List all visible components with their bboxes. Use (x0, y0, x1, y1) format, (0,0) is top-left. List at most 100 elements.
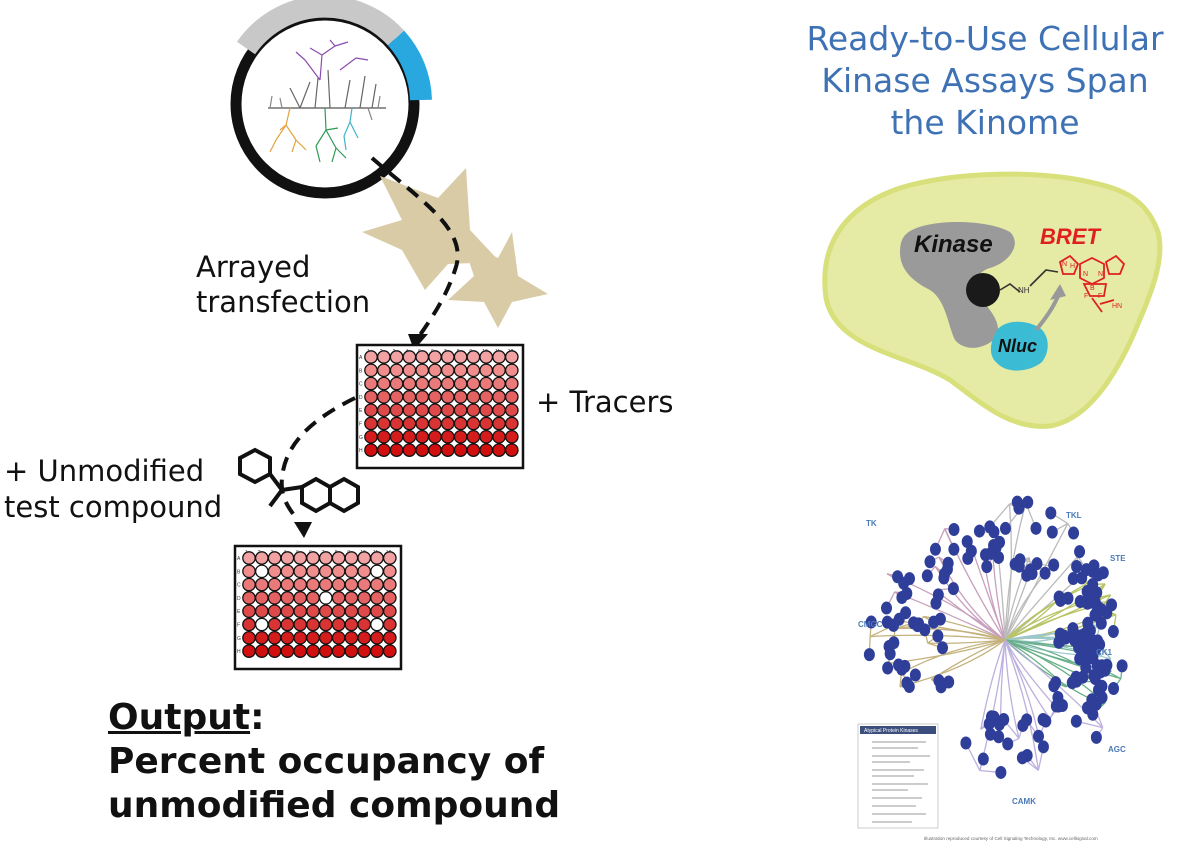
kinome-dot (1076, 571, 1088, 585)
kinome-dot (881, 615, 893, 629)
plate-well (267, 630, 282, 645)
plate-well (318, 564, 333, 579)
plate-well (376, 416, 391, 431)
plate-well (306, 577, 320, 592)
kinome-dot (1089, 608, 1101, 622)
plate-well (402, 403, 417, 418)
plate-well (364, 390, 378, 404)
plate-well (479, 416, 494, 431)
plate-well (254, 617, 269, 632)
plate-well (466, 403, 481, 418)
plate-well (267, 551, 282, 565)
plate-well (479, 443, 494, 457)
plate-row-label: F (359, 422, 362, 428)
plate-well (267, 577, 282, 592)
plate-well (242, 604, 256, 619)
kinome-credit: Illustration reproduced courtesy of Cell… (924, 836, 1098, 841)
kinome-dot (1071, 629, 1083, 643)
plate-well (370, 617, 384, 632)
plate-well (492, 350, 506, 364)
plate-well (344, 577, 359, 592)
kinome-group-agc: AGC (1108, 745, 1126, 754)
plate-well (370, 604, 384, 619)
plate-row-label: G (359, 435, 363, 441)
arrowhead-plate2-icon (294, 522, 312, 538)
kinome-dot (1014, 553, 1026, 567)
plate-row-label: F (237, 623, 240, 629)
plate-well (293, 577, 308, 592)
bret-label: BRET (1040, 224, 1101, 249)
plate-well (389, 363, 404, 378)
plate-well (364, 376, 378, 391)
plate-row-label: A (359, 355, 363, 361)
plate-well (376, 350, 391, 364)
plate-well (364, 429, 378, 444)
plate-well (376, 403, 391, 418)
plate-well (370, 551, 384, 565)
kinome-dot (1045, 506, 1057, 520)
compound-structure-icon (238, 447, 360, 514)
kinome-dot (947, 582, 959, 596)
kinome-dot (1086, 693, 1098, 707)
plate-well (318, 604, 333, 619)
cells-icon (362, 168, 548, 328)
kinome-dot (1097, 566, 1109, 580)
plate-well (318, 644, 333, 658)
plate-well (415, 429, 430, 444)
plate-well (364, 443, 378, 457)
plate-well (344, 644, 359, 658)
plate-well (389, 390, 404, 404)
plate-well (453, 443, 468, 457)
plate-well (479, 429, 494, 444)
kinome-dot (983, 717, 995, 731)
output-colon: : (250, 697, 265, 738)
plate-row-label: E (359, 408, 363, 414)
kinome-branch (1004, 639, 1040, 771)
kinome-group-tk: TK (866, 519, 877, 528)
kinome-branch (980, 639, 1006, 730)
plate-well (293, 604, 308, 619)
transfection-line-1: Arrayed (196, 250, 311, 284)
plate-well (306, 591, 320, 605)
arrayed-transfection-label: Arrayed transfection (196, 250, 370, 320)
kinome-dot (984, 727, 996, 741)
kinome-dot (993, 730, 1005, 744)
kinome-branch (1004, 555, 1079, 641)
plate-well (344, 564, 359, 579)
tracer-ligand-icon (966, 273, 1000, 307)
kinome-dot (977, 752, 989, 766)
diagram-title: Ready-to-Use Cellular Kinase Assays Span… (790, 18, 1180, 144)
plate-well (492, 390, 506, 404)
plate-row-label: C (237, 583, 241, 589)
kinome-dot (1068, 526, 1080, 540)
atom-f-2: F (1098, 293, 1102, 300)
plate-well (331, 630, 346, 645)
plate-well (254, 591, 269, 605)
plate-well (402, 416, 417, 431)
plate-well (402, 363, 417, 378)
kinome-dot (1040, 714, 1052, 728)
plate-well (357, 564, 372, 579)
plate-well (504, 390, 519, 404)
kinome-dot (1096, 679, 1108, 693)
plate-well (466, 390, 481, 404)
microplate-tracers: 123456789101112ABCDEFGH (355, 343, 525, 470)
plate-well (428, 443, 442, 457)
output-heading: Output (108, 697, 251, 738)
kinome-dot (881, 601, 893, 615)
kinome-dot (1087, 650, 1099, 664)
kinome-dot (1032, 729, 1044, 743)
plate-well (370, 591, 384, 605)
plate-well (364, 350, 378, 364)
kinome-branch (992, 556, 1006, 641)
plate-well (364, 416, 378, 431)
plate-well (376, 376, 391, 391)
plate-well (504, 443, 519, 457)
plate-well (440, 403, 455, 418)
plate-well (453, 403, 468, 418)
plate-well (306, 644, 320, 658)
plate-well (440, 350, 455, 364)
plate-well (306, 564, 320, 579)
kinome-branch (1004, 523, 1069, 641)
kinome-dot (1062, 591, 1074, 605)
